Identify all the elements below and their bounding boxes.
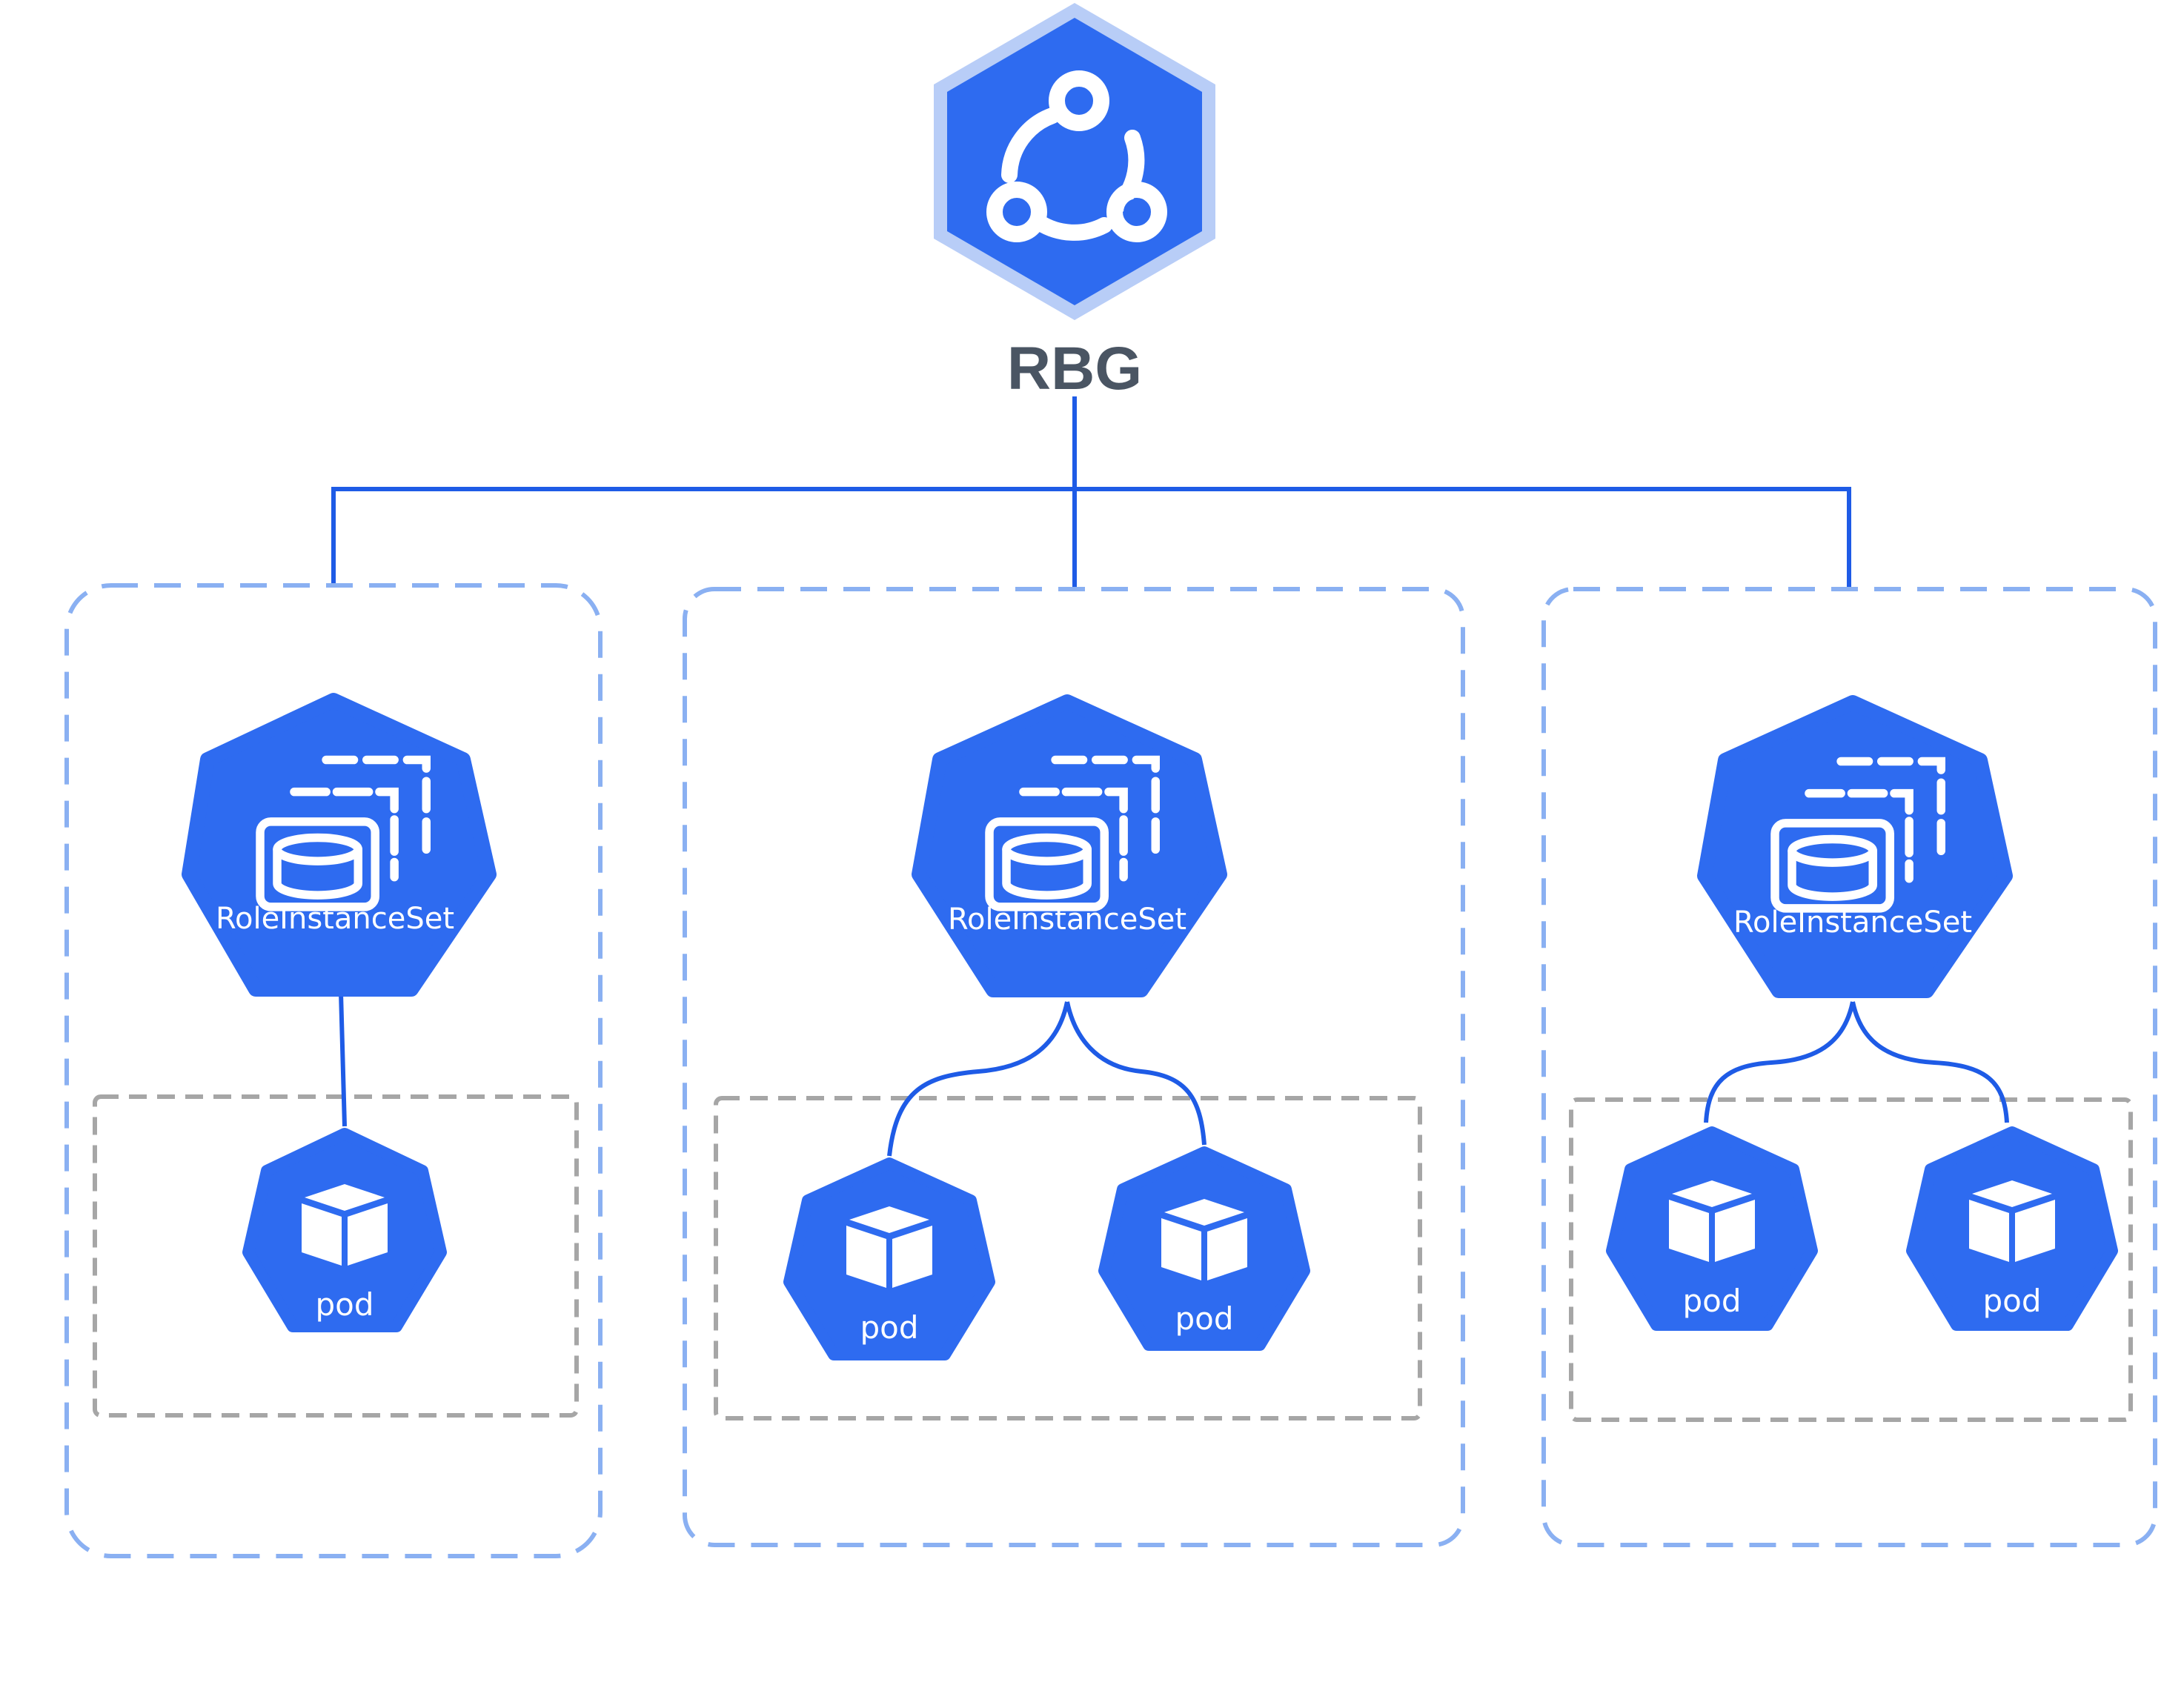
pod-label: pod bbox=[1175, 1300, 1233, 1337]
pod-hexagon bbox=[1906, 1126, 2118, 1331]
pod-label: pod bbox=[860, 1309, 918, 1346]
rbg-label: RBG bbox=[1007, 335, 1142, 402]
role-to-pod-line bbox=[339, 992, 347, 1127]
role-instance-set-node: RoleInstanceSet bbox=[182, 693, 497, 997]
pod-node: pod bbox=[1906, 1126, 2118, 1331]
pod-group-border bbox=[1569, 1097, 2133, 1422]
pod-node: pod bbox=[242, 1128, 447, 1332]
pod-label: pod bbox=[1682, 1283, 1741, 1319]
pod-node: pod bbox=[1098, 1146, 1310, 1351]
pod-hexagon bbox=[1098, 1146, 1310, 1351]
pod-group-border bbox=[93, 1094, 579, 1418]
role-to-pod-line-right bbox=[1851, 1001, 2009, 1123]
pod-hexagon bbox=[783, 1157, 995, 1360]
role-instance-set-node: RoleInstanceSet bbox=[1697, 695, 2013, 998]
role-instance-set-node: RoleInstanceSet bbox=[912, 694, 1227, 997]
role-group-border bbox=[683, 587, 1465, 1547]
role-group-3: RoleInstanceSet pod pod bbox=[1541, 587, 2157, 1547]
role-to-pod-line-left bbox=[887, 1001, 1069, 1157]
rbg-node: RBG bbox=[934, 3, 1215, 402]
role-to-pod-line-left bbox=[1704, 1001, 1855, 1123]
pod-label: pod bbox=[1982, 1283, 2041, 1319]
rbg-connectors bbox=[331, 396, 1851, 589]
role-group-border bbox=[64, 583, 603, 1558]
role-to-pod-line-right bbox=[1065, 1001, 1206, 1146]
role-instance-set-label: RoleInstanceSet bbox=[216, 902, 454, 936]
role-instance-set-label: RoleInstanceSet bbox=[1733, 905, 1972, 940]
pod-node: pod bbox=[1606, 1126, 1818, 1331]
pod-hexagon bbox=[1606, 1126, 1818, 1331]
role-group-1: RoleInstanceSet pod bbox=[64, 583, 603, 1558]
rbg-bus-line bbox=[331, 487, 1851, 589]
pod-label: pod bbox=[315, 1286, 374, 1323]
role-group-2: RoleInstanceSet pod pod bbox=[683, 587, 1465, 1547]
pod-node: pod bbox=[783, 1157, 995, 1360]
role-instance-set-label: RoleInstanceSet bbox=[948, 903, 1186, 937]
role-group-border bbox=[1541, 587, 2157, 1547]
pod-hexagon bbox=[242, 1128, 447, 1332]
pod-group-border bbox=[714, 1096, 1422, 1420]
